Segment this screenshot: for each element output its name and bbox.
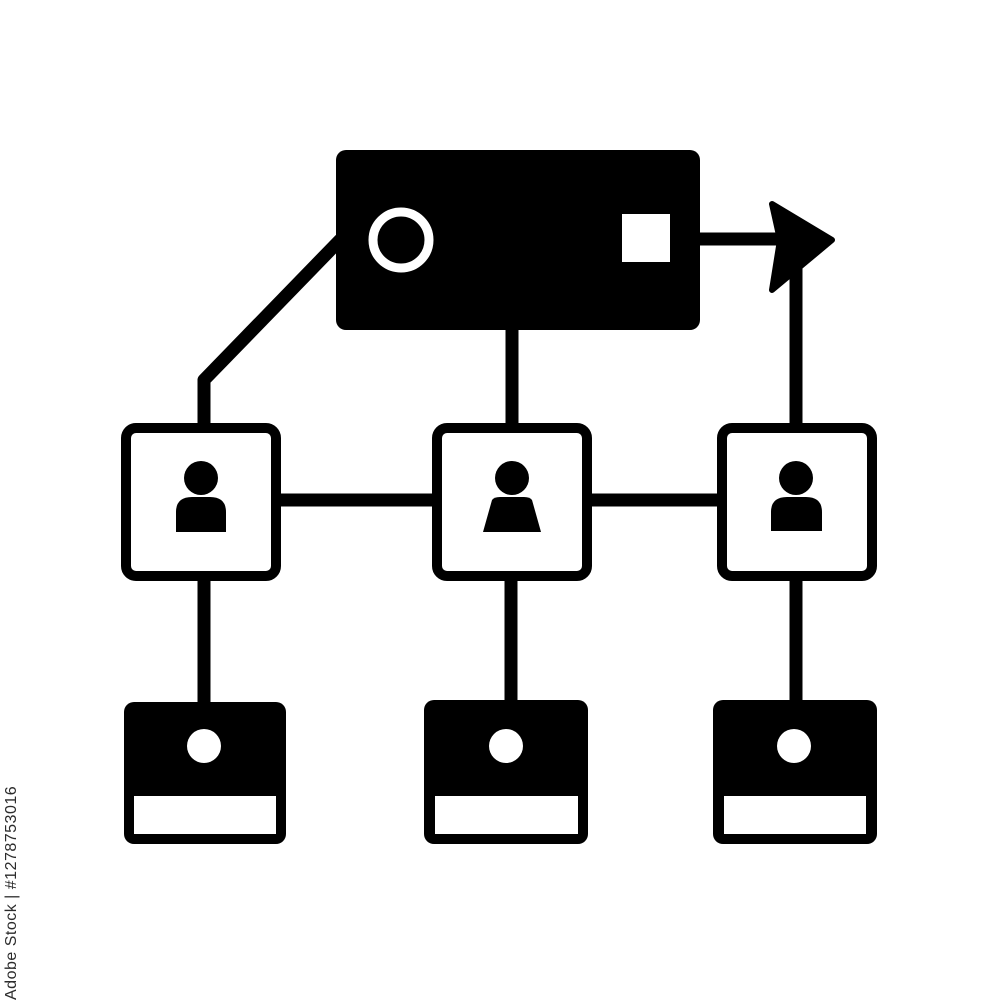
connector-device-to-person-left (197, 233, 347, 433)
profile-card-middle (424, 700, 588, 844)
device-ring (368, 207, 434, 273)
arrow-right-icon (769, 201, 835, 293)
card-dot (777, 729, 811, 763)
card-label-box (435, 796, 578, 834)
circle-and-square-device-icon (336, 150, 700, 330)
person-icon (176, 461, 226, 532)
device-square (622, 214, 670, 262)
watermark-side-text: Adobe Stock | #1278753016 (3, 785, 20, 1000)
card-dot (489, 729, 523, 763)
person-node-right (717, 423, 877, 581)
card-label-box (724, 796, 866, 834)
profile-card-right (713, 700, 877, 844)
person-icon (483, 461, 541, 532)
connectors (197, 232, 803, 709)
person-node-middle (432, 423, 592, 581)
person-icon (771, 461, 822, 531)
card-dot (187, 729, 221, 763)
device-body (336, 150, 700, 330)
person-node-left (121, 423, 281, 581)
profile-card-left (124, 702, 286, 844)
card-label-box (134, 796, 276, 834)
